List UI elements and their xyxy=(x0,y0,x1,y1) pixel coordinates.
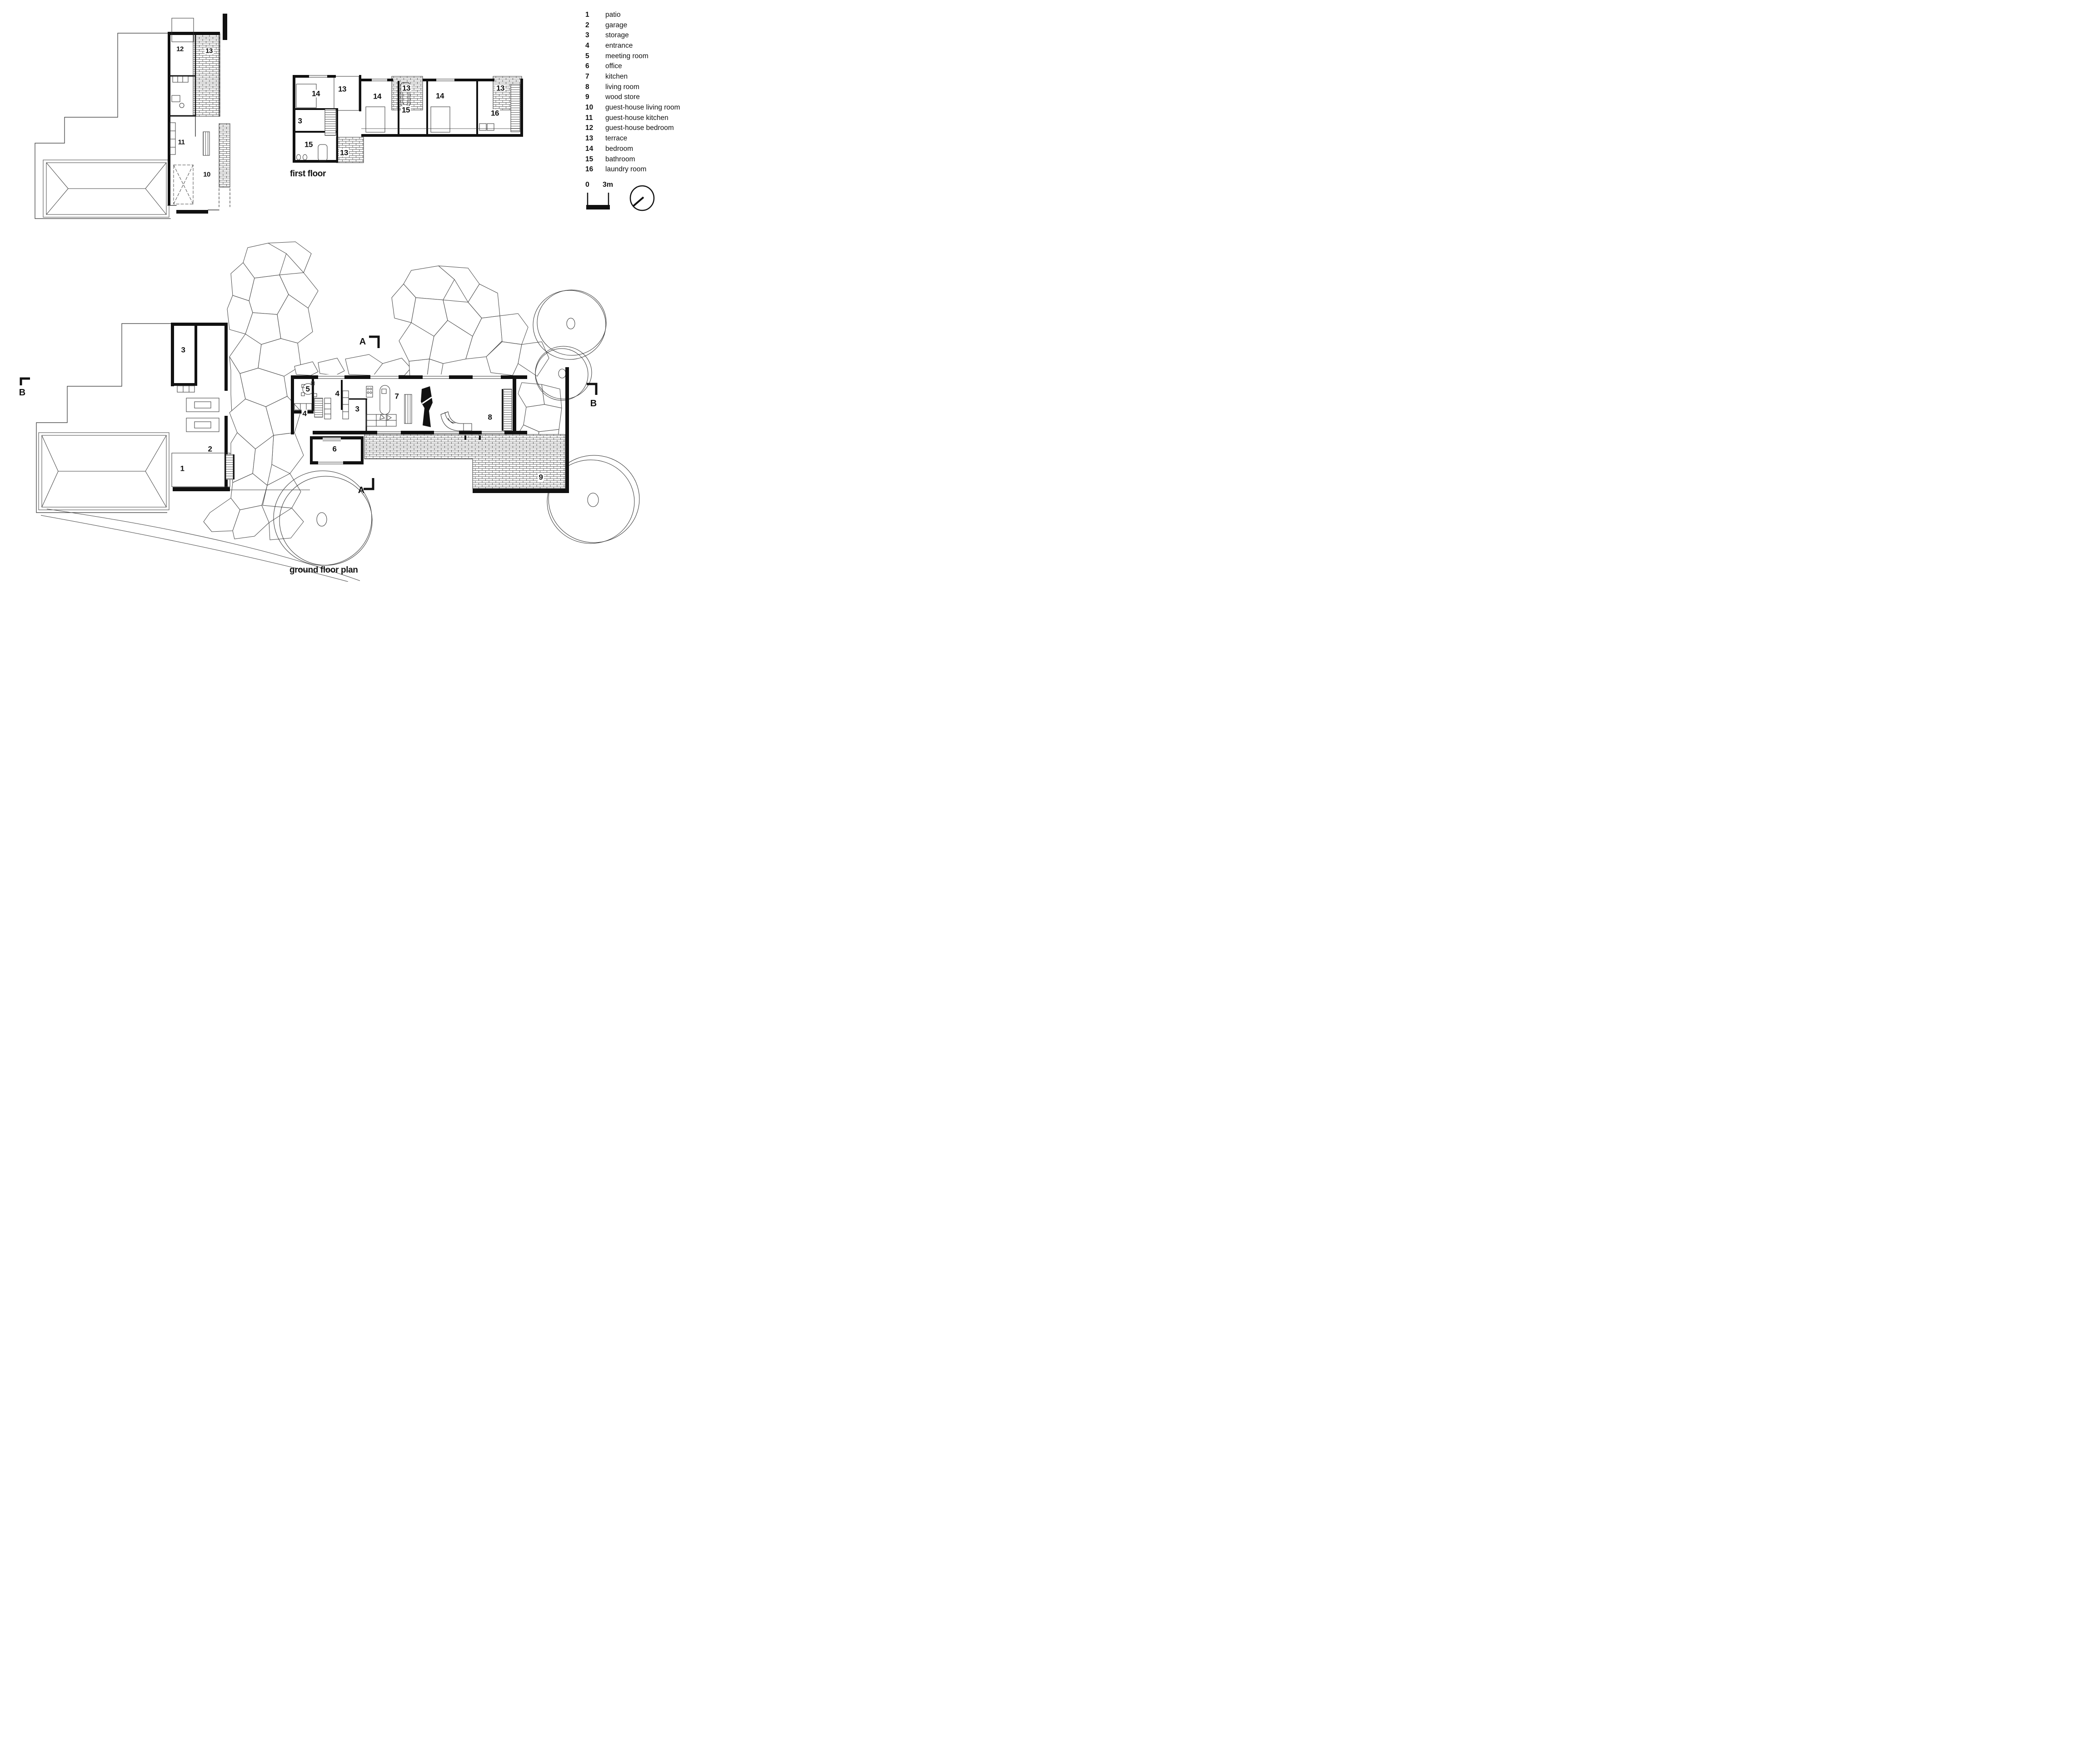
garage-block-walls xyxy=(171,323,230,491)
north-arrow-icon xyxy=(629,185,655,211)
first-floor-plan xyxy=(293,74,523,163)
site-outline xyxy=(35,33,171,219)
garage-roof xyxy=(43,160,170,218)
section-a-bottom-bracket xyxy=(364,478,374,490)
plans-drawing xyxy=(20,14,655,582)
section-b-left-bracket xyxy=(20,377,30,385)
ground-floor-plan xyxy=(20,241,640,582)
house-interior xyxy=(294,381,512,431)
section-marker-brackets xyxy=(20,335,598,490)
cooktop xyxy=(366,386,373,398)
guest-house-partitions xyxy=(167,33,230,210)
masonry-strip xyxy=(219,123,230,188)
post xyxy=(464,435,466,440)
guest-house-furniture xyxy=(170,18,210,156)
terrace-9-paving xyxy=(364,434,566,489)
trees xyxy=(273,289,640,566)
sofa xyxy=(440,411,472,431)
kitchen-island xyxy=(379,385,390,415)
terrace-13-paving xyxy=(391,76,423,110)
dining-table xyxy=(404,394,412,424)
terrace-13-paving xyxy=(336,137,364,163)
guest-house-upper-plan xyxy=(35,14,230,219)
scale-bar xyxy=(586,193,610,209)
tree xyxy=(273,470,373,566)
tree xyxy=(535,346,592,401)
first-floor-windows xyxy=(309,74,454,82)
carport-bay xyxy=(173,165,194,204)
rock-paving xyxy=(203,241,562,540)
terrace-13-open xyxy=(334,76,359,111)
meeting-table xyxy=(302,383,314,395)
section-b-right-bracket xyxy=(587,383,598,395)
house-stairs xyxy=(503,389,512,431)
driveway-curves xyxy=(40,509,360,582)
fireplace xyxy=(421,386,433,427)
garage-court xyxy=(171,385,234,487)
terrace-13-paving xyxy=(193,33,220,117)
first-floor-furniture xyxy=(296,82,520,161)
post xyxy=(479,435,481,440)
entry-stairs xyxy=(314,398,323,418)
tree xyxy=(533,289,607,360)
garage-roof xyxy=(38,432,170,510)
tree xyxy=(547,455,640,544)
section-a-top-bracket xyxy=(369,335,380,348)
site-outline xyxy=(36,323,172,513)
